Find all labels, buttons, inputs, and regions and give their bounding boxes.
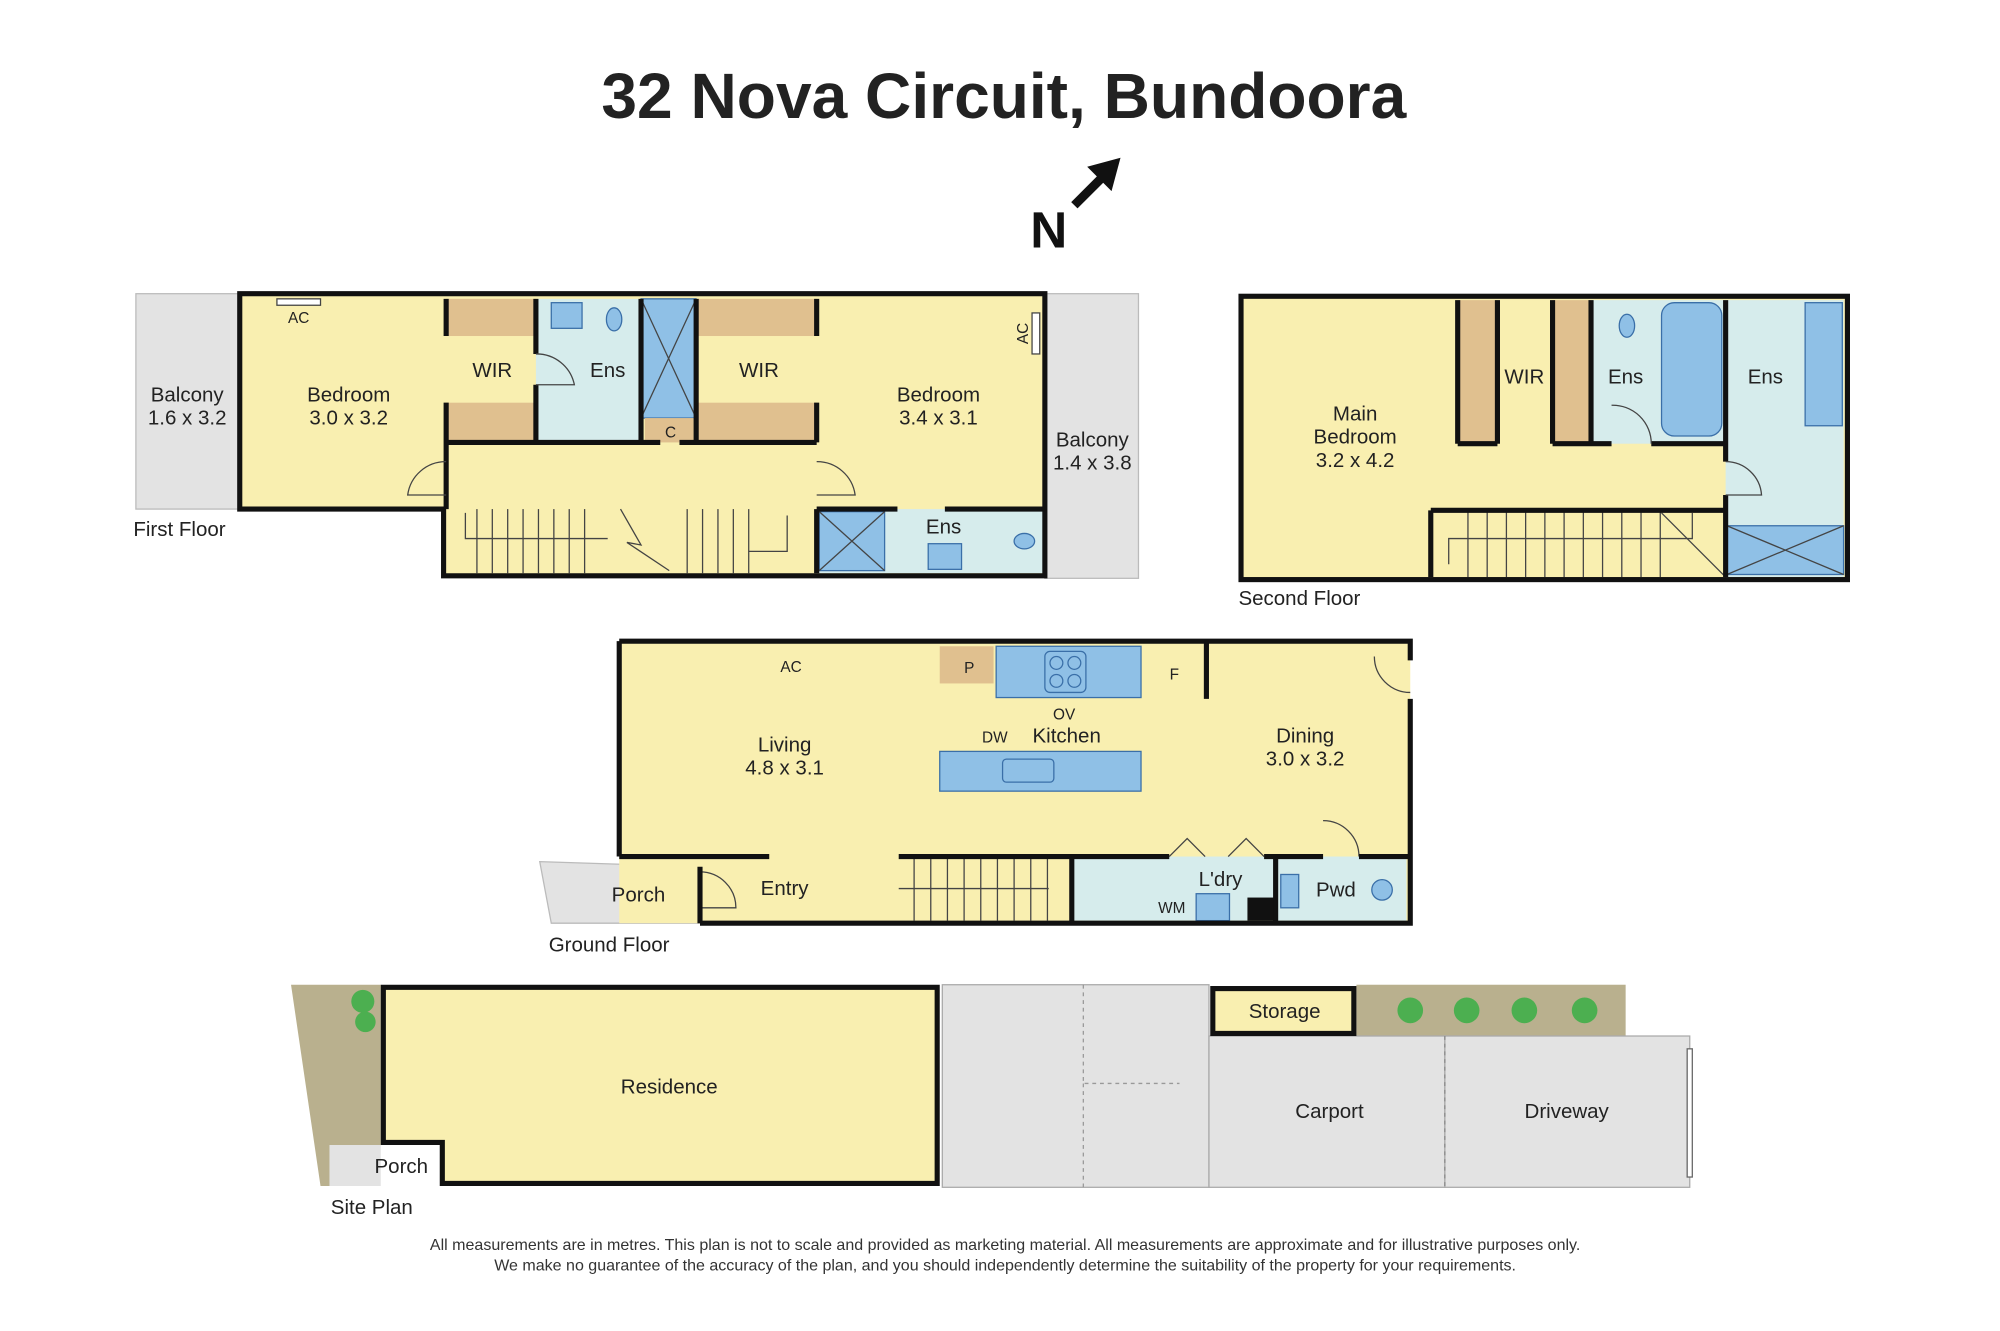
svg-text:Balcony: Balcony [151,383,225,406]
room-label: AC [1015,323,1032,344]
room-label: 1.6 x 3.2 [148,406,227,429]
floor-label: First Floor [133,518,225,541]
room-label: Driveway [1525,1100,1610,1123]
room-label: 4.8 x 3.1 [745,756,824,779]
room-label: Porch [612,883,666,906]
room-label: WIR [472,359,512,382]
north-arrow-icon: N [1030,157,1121,259]
room-label: WIR [1504,365,1544,388]
room-label: DW [982,729,1008,746]
room-label: F [1170,667,1179,684]
disclaimer-line-1: All measurements are in metres. This pla… [430,1236,1580,1254]
first-floor-plan: Balcony 1.6 x 3.2 Bedroom 3.0 x 3.2 WIR … [133,291,1140,579]
room-label: Ens [1748,365,1783,388]
room-label: C [665,424,676,441]
room-label: 3.0 x 3.2 [1266,748,1345,771]
room-label: AC [780,659,801,676]
room-label: Balcony [151,383,225,406]
room-label: Dining [1276,724,1334,747]
room-label: Bedroom [1314,426,1397,449]
room-label: Living [758,733,812,756]
room-label: 1.4 x 3.8 [1053,451,1132,474]
ground-floor-plan: AC P OV F DW Kitchen Living 4.8 x 3.1 Di… [538,638,1413,956]
room-label: 3.2 x 4.2 [1316,449,1395,472]
second-floor-plan: Main Bedroom 3.2 x 4.2 WIR Ens Ens Secon… [1238,293,1850,610]
room-label: OV [1053,706,1076,723]
room-label: WM [1158,900,1185,917]
room-label: Entry [761,877,810,900]
room-label: Balcony [1056,428,1130,451]
floor-label: Ground Floor [549,933,670,956]
floor-label: Second Floor [1238,587,1360,610]
room-label: L'dry [1199,868,1244,891]
room-label: P [964,660,974,677]
room-label: Ens [590,359,625,382]
room-label: 3.4 x 3.1 [899,406,978,429]
room-label: WIR [739,359,779,382]
room-label: Pwd [1316,878,1356,901]
room-label: Ens [1608,365,1643,388]
room-label: Carport [1295,1100,1364,1123]
disclaimer-line-2: We make no guarantee of the accuracy of … [494,1257,1516,1275]
site-plan: Residence Porch Storage Carport Driveway… [291,984,1693,1219]
room-label: Storage [1249,1000,1321,1023]
room-label: Residence [621,1076,718,1099]
room-label: Ens [926,515,961,538]
room-label: AC [288,310,309,327]
room-label: Kitchen [1032,724,1100,747]
room-label: Main [1333,403,1377,426]
room-label: N [1030,202,1067,259]
floor-label: Site Plan [331,1196,413,1219]
page-title: 32 Nova Circuit, Bundoora [601,60,1407,132]
room-label: Bedroom [307,383,390,406]
room-label: 3.0 x 3.2 [309,406,388,429]
room-label: Bedroom [897,383,980,406]
room-label: Porch [375,1155,429,1178]
